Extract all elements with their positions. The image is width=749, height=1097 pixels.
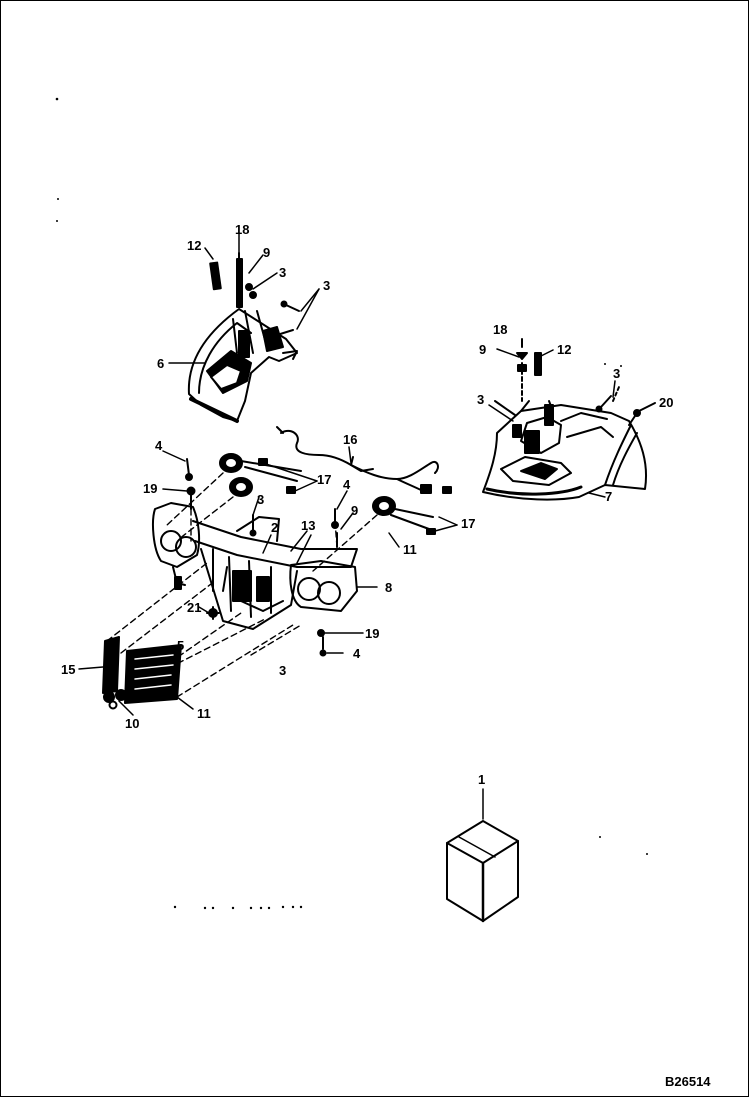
lamps	[219, 453, 436, 535]
callout-3-d: 3	[477, 392, 485, 407]
callout-16: 16	[343, 432, 358, 447]
callout-20: 20	[659, 395, 674, 410]
callout-7: 7	[605, 489, 613, 504]
kit-box	[446, 820, 519, 923]
grille-frame-assembly	[152, 502, 358, 630]
fasteners	[185, 458, 339, 657]
wiring-harness	[276, 426, 452, 494]
callout-18-left: 18	[235, 222, 250, 237]
callout-19-b: 19	[365, 626, 380, 641]
callout-3-c: 3	[613, 366, 621, 381]
callout-2: 2	[271, 520, 279, 535]
callout-11-a: 11	[403, 542, 417, 557]
leader-lines	[78, 232, 616, 820]
left-fender-housing	[187, 308, 298, 423]
specks	[55, 97, 648, 910]
callout-3-e: 3	[257, 492, 265, 507]
callout-6: 6	[157, 356, 165, 371]
callout-1: 1	[478, 772, 486, 787]
callout-3-a: 3	[279, 265, 287, 280]
callout-11-b: 11	[197, 706, 211, 721]
callout-12-left: 12	[187, 238, 202, 253]
callout-15: 15	[61, 662, 76, 677]
callout-4-b: 4	[343, 477, 351, 492]
right-housing-hardware	[494, 338, 656, 426]
callout-18-right: 18	[493, 322, 508, 337]
figure-number: B26514	[665, 1074, 711, 1089]
callout-8: 8	[385, 580, 393, 595]
callout-4-a: 4	[155, 438, 163, 453]
callout-13: 13	[301, 518, 316, 533]
callout-9-right: 9	[479, 342, 487, 357]
callout-19-a: 19	[143, 481, 158, 496]
callout-12-right: 12	[557, 342, 572, 357]
callout-3-f: 3	[279, 663, 287, 678]
callout-3-b: 3	[323, 278, 331, 293]
left-housing-hardware	[209, 252, 300, 340]
callout-9-left: 9	[263, 245, 271, 260]
grille-screen	[102, 636, 182, 710]
callout-4-c: 4	[353, 646, 361, 661]
callout-21: 21	[187, 600, 202, 615]
callout-5: 5	[177, 638, 185, 653]
callout-17-b: 17	[461, 516, 476, 531]
callout-17-a: 17	[317, 472, 332, 487]
callout-9-mid: 9	[351, 503, 359, 518]
callout-10: 10	[125, 716, 140, 731]
right-fender-housing	[482, 400, 647, 501]
